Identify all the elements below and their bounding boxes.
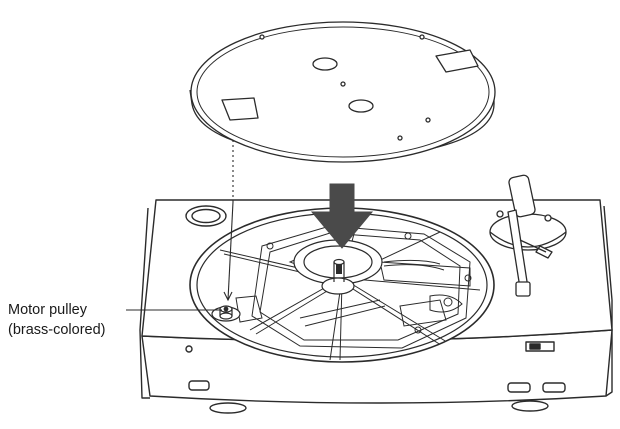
headshell bbox=[515, 281, 531, 297]
platter-well bbox=[189, 207, 495, 363]
belt-guide-line bbox=[223, 140, 234, 302]
platter-center-hole bbox=[348, 99, 374, 113]
platter-hole-top bbox=[312, 57, 338, 71]
platter bbox=[189, 21, 496, 163]
front-button-2 bbox=[542, 382, 566, 393]
callout-motor-pulley-note: (brass-colored) bbox=[8, 322, 106, 338]
callout-motor-pulley-label: Motor pulley bbox=[8, 302, 87, 318]
platter-window-left bbox=[221, 97, 259, 121]
tonearm bbox=[489, 174, 567, 297]
foot-left bbox=[209, 402, 247, 414]
large-down-arrow-icon bbox=[310, 183, 374, 249]
front-button-left bbox=[188, 380, 210, 391]
foot-right bbox=[511, 400, 549, 412]
platter-top bbox=[190, 21, 496, 163]
front-button-1 bbox=[507, 382, 531, 393]
spindle-assembly bbox=[293, 239, 383, 295]
platter-window-right bbox=[435, 49, 479, 73]
